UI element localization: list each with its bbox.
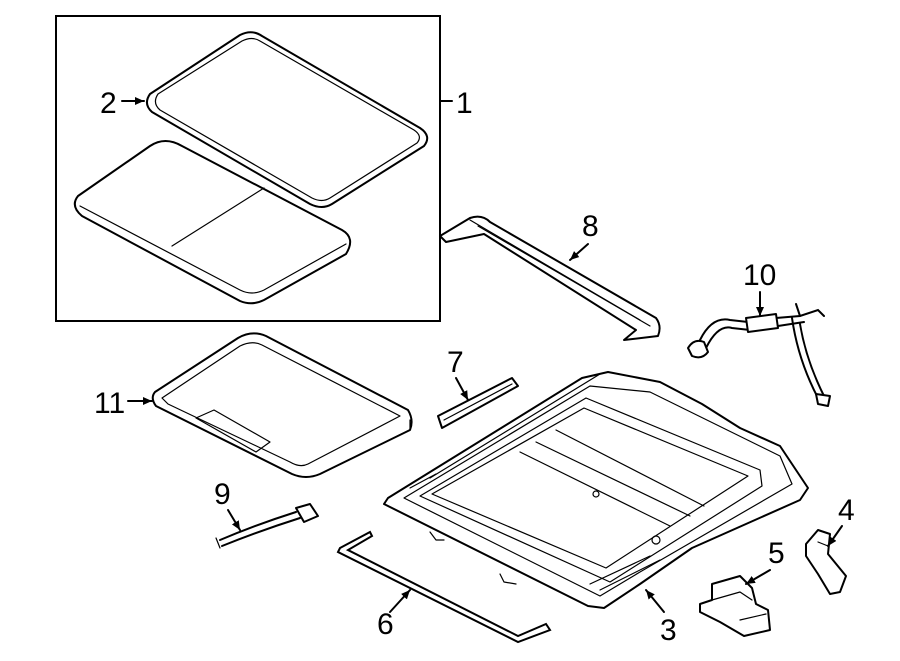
callout-8: 8 — [582, 210, 599, 243]
leader-3 — [645, 589, 665, 613]
callout-1: 1 — [456, 87, 473, 120]
leader-8 — [569, 243, 589, 261]
sun-shade — [151, 332, 413, 478]
leader-7 — [455, 377, 469, 401]
glass-assembly-box — [55, 15, 441, 322]
callout-4: 4 — [838, 494, 855, 527]
callout-10: 10 — [743, 259, 776, 292]
callout-3: 3 — [660, 614, 677, 647]
wind-deflector — [439, 215, 661, 341]
callout-5: 5 — [768, 537, 785, 570]
callouts: 1 2 8 10 7 11 9 4 5 3 6 — [94, 87, 855, 647]
seal-strip — [437, 377, 519, 429]
leader-5 — [745, 569, 771, 585]
leader-6 — [389, 589, 411, 613]
callout-7: 7 — [447, 346, 464, 379]
leader-4 — [827, 525, 843, 547]
sunroof-frame — [383, 371, 809, 609]
callout-6: 6 — [377, 608, 394, 641]
callout-11: 11 — [94, 387, 125, 420]
glass-with-frame — [73, 140, 352, 305]
guide-bracket — [699, 575, 771, 637]
glass-panel — [146, 31, 429, 208]
leader-9 — [227, 509, 241, 531]
rear-seal — [336, 530, 552, 644]
callout-9: 9 — [214, 478, 231, 511]
drain-hose — [215, 503, 319, 549]
side-bracket — [805, 529, 847, 595]
drain-hose-assembly — [687, 303, 831, 407]
callout-2: 2 — [100, 87, 117, 120]
